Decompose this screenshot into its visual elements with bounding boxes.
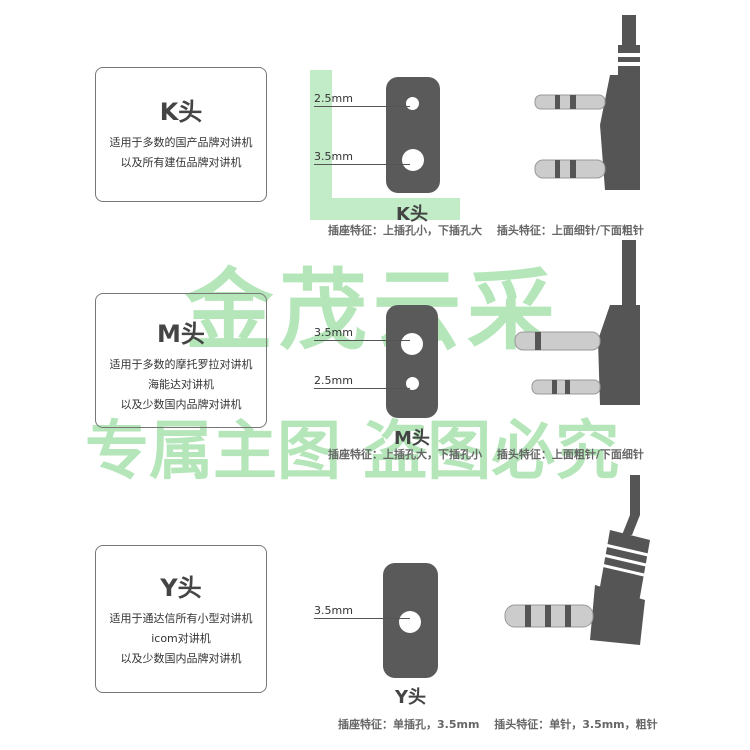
m-description-box: M头 适用于多数的摩托罗拉对讲机 海能达对讲机 以及少数国内品牌对讲机	[95, 293, 267, 428]
y-title: Y头	[160, 574, 202, 602]
k-top-label: 2.5mm	[314, 92, 353, 105]
y-description-box: Y头 适用于通达信所有小型对讲机 icom对讲机 以及少数国内品牌对讲机	[95, 545, 267, 693]
k-plug-image	[534, 15, 640, 190]
desc-line: 以及所有建伍品牌对讲机	[120, 156, 242, 169]
m-top-label: 3.5mm	[314, 326, 353, 339]
desc-line: 海能达对讲机	[148, 378, 214, 391]
y-plug-image	[504, 475, 650, 645]
k-description-box: K头 适用于多数的国产品牌对讲机 以及所有建伍品牌对讲机	[95, 67, 267, 202]
m-name: M头	[394, 428, 430, 449]
k-name: K头	[396, 204, 428, 225]
y-label: 3.5mm	[314, 604, 353, 617]
y-name: Y头	[395, 687, 427, 708]
k-socket	[386, 77, 440, 193]
desc-line: icom对讲机	[151, 632, 211, 645]
m-title: M头	[157, 320, 205, 348]
desc-line: 以及少数国内品牌对讲机	[120, 398, 242, 411]
m-plug-image	[514, 240, 640, 405]
y-feature: 插座特征：单插孔，3.5mm 插头特征：单针，3.5mm，粗针	[338, 718, 658, 731]
desc-line: 适用于通达信所有小型对讲机	[109, 612, 253, 625]
m-bottom-label: 2.5mm	[314, 374, 353, 387]
y-socket	[383, 563, 438, 678]
desc-line: 适用于多数的国产品牌对讲机	[109, 136, 253, 149]
m-socket	[386, 305, 438, 418]
m-feature: 插座特征：上插孔大，下插孔小 插头特征：上面粗针/下面细针	[328, 448, 644, 461]
k-title: K头	[159, 98, 203, 126]
k-bottom-label: 3.5mm	[314, 150, 353, 163]
desc-line: 适用于多数的摩托罗拉对讲机	[109, 358, 253, 371]
k-feature: 插座特征：上插孔小，下插孔大 插头特征：上面细针/下面粗针	[328, 224, 644, 237]
desc-line: 以及少数国内品牌对讲机	[120, 652, 242, 665]
